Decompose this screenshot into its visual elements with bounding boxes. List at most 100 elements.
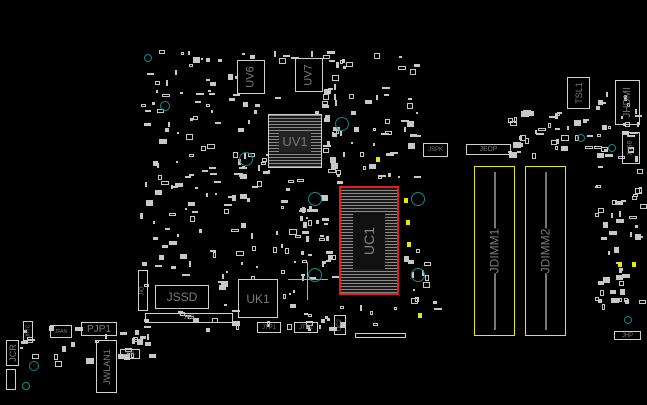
- smd-pad: [607, 125, 611, 129]
- smd-pad: [329, 157, 336, 164]
- component-jkbl[interactable]: JKBL: [120, 349, 140, 359]
- smd-pad: [276, 231, 279, 236]
- label: JTP1: [261, 324, 276, 331]
- smd-pad: [205, 192, 208, 197]
- highlighted-pad: [376, 157, 380, 162]
- label: JHP: [621, 332, 634, 339]
- smd-pad: [193, 317, 200, 323]
- smd-pad: [233, 152, 239, 159]
- smd-pad: [560, 134, 569, 141]
- smd-pad: [618, 210, 621, 217]
- smd-pad: [638, 299, 646, 304]
- component-jrtc[interactable]: JRTC: [23, 321, 33, 341]
- highlighted-pad: [404, 198, 408, 203]
- component-uk1[interactable]: UK1: [238, 279, 278, 318]
- component-jhdmi[interactable]: JHDMI: [615, 80, 640, 125]
- smd-pad: [623, 95, 627, 102]
- component-jusb[interactable]: JUSB: [622, 132, 640, 164]
- smd-pad: [124, 348, 132, 353]
- highlighted-pad: [406, 220, 410, 225]
- smd-pad: [638, 187, 642, 194]
- smd-pad: [268, 170, 271, 175]
- component-jio[interactable]: JIO: [138, 270, 148, 311]
- component-pjp1[interactable]: PJP1: [81, 322, 117, 336]
- smd-pad: [321, 260, 324, 267]
- smd-pad: [289, 293, 292, 296]
- smd-pad: [319, 235, 324, 238]
- smd-pad: [222, 273, 225, 279]
- component-jedp[interactable]: JEDP: [466, 144, 511, 155]
- smd-pad: [342, 66, 346, 70]
- smd-pad: [614, 200, 623, 205]
- component-jfan[interactable]: JFAN: [50, 325, 72, 338]
- smd-pad: [232, 194, 237, 201]
- smd-pad: [321, 105, 329, 109]
- smd-pad: [604, 154, 613, 158]
- smd-pad: [615, 219, 624, 224]
- mounting-hole: [22, 382, 30, 390]
- component-jwlan1[interactable]: JWLAN1: [96, 340, 117, 393]
- smd-pad: [587, 134, 594, 137]
- smd-pad: [255, 103, 261, 107]
- component-uc2[interactable]: UC2: [334, 315, 346, 335]
- smd-pad: [201, 146, 207, 152]
- label: JEDP: [479, 146, 498, 153]
- smd-pad: [601, 125, 607, 131]
- smd-pad: [144, 342, 151, 347]
- component-uc1-selected[interactable]: UC1: [339, 186, 399, 295]
- smd-pad: [223, 208, 229, 214]
- smd-pad: [582, 118, 587, 123]
- smd-pad: [141, 104, 147, 108]
- smd-pad: [194, 100, 201, 103]
- label: JUSB: [628, 140, 634, 156]
- smd-pad: [629, 231, 632, 237]
- smd-pad: [283, 54, 290, 57]
- component-jtp2[interactable]: JTP2: [294, 322, 318, 333]
- smd-pad: [326, 140, 330, 145]
- smd-pad: [210, 172, 218, 175]
- smd-pad: [302, 231, 310, 235]
- smd-pad: [160, 180, 169, 185]
- smd-pad: [189, 154, 195, 158]
- component-uv6[interactable]: UV6: [237, 60, 265, 94]
- smd-pad: [602, 276, 610, 283]
- component-jspk[interactable]: JSPK: [423, 143, 448, 157]
- smd-pad: [351, 141, 354, 144]
- smd-pad: [554, 127, 560, 130]
- component-jssd[interactable]: JSSD: [155, 285, 209, 309]
- mounting-hole: [411, 268, 425, 282]
- smd-pad: [241, 165, 245, 168]
- component-uv1[interactable]: UV1: [268, 114, 322, 168]
- component-jdimm1[interactable]: JDIMM1: [474, 166, 515, 336]
- smd-pad: [339, 305, 344, 309]
- smd-pad: [595, 213, 600, 218]
- smd-pad: [134, 330, 139, 336]
- smd-pad: [190, 117, 194, 121]
- mounting-hole: [160, 101, 170, 111]
- smd-pad: [154, 265, 162, 268]
- component-jkb[interactable]: JKB: [145, 313, 233, 323]
- smd-pad: [200, 58, 203, 61]
- smd-pad: [191, 211, 198, 214]
- smd-pad: [618, 268, 623, 272]
- smd-pad: [144, 181, 147, 187]
- smd-pad: [602, 303, 606, 310]
- mounting-hole: [308, 192, 322, 206]
- component-jdimm2[interactable]: JDIMM2: [525, 166, 566, 336]
- smd-pad: [213, 180, 221, 183]
- smd-pad: [328, 88, 334, 91]
- smd-pad: [188, 202, 196, 207]
- smd-pad: [206, 143, 215, 149]
- component-jcr[interactable]: JCR: [6, 340, 19, 366]
- component-jhp[interactable]: JHP: [614, 331, 641, 340]
- smd-pad: [555, 145, 559, 150]
- component-tsl1[interactable]: TSL1: [567, 77, 590, 109]
- smd-pad: [598, 165, 604, 168]
- smd-pad: [300, 215, 304, 221]
- smd-pad: [409, 134, 417, 138]
- component-jtp1[interactable]: JTP1: [257, 322, 281, 333]
- smd-pad: [397, 176, 400, 179]
- smd-pad: [557, 111, 563, 114]
- component-uv7[interactable]: UV7: [295, 58, 323, 92]
